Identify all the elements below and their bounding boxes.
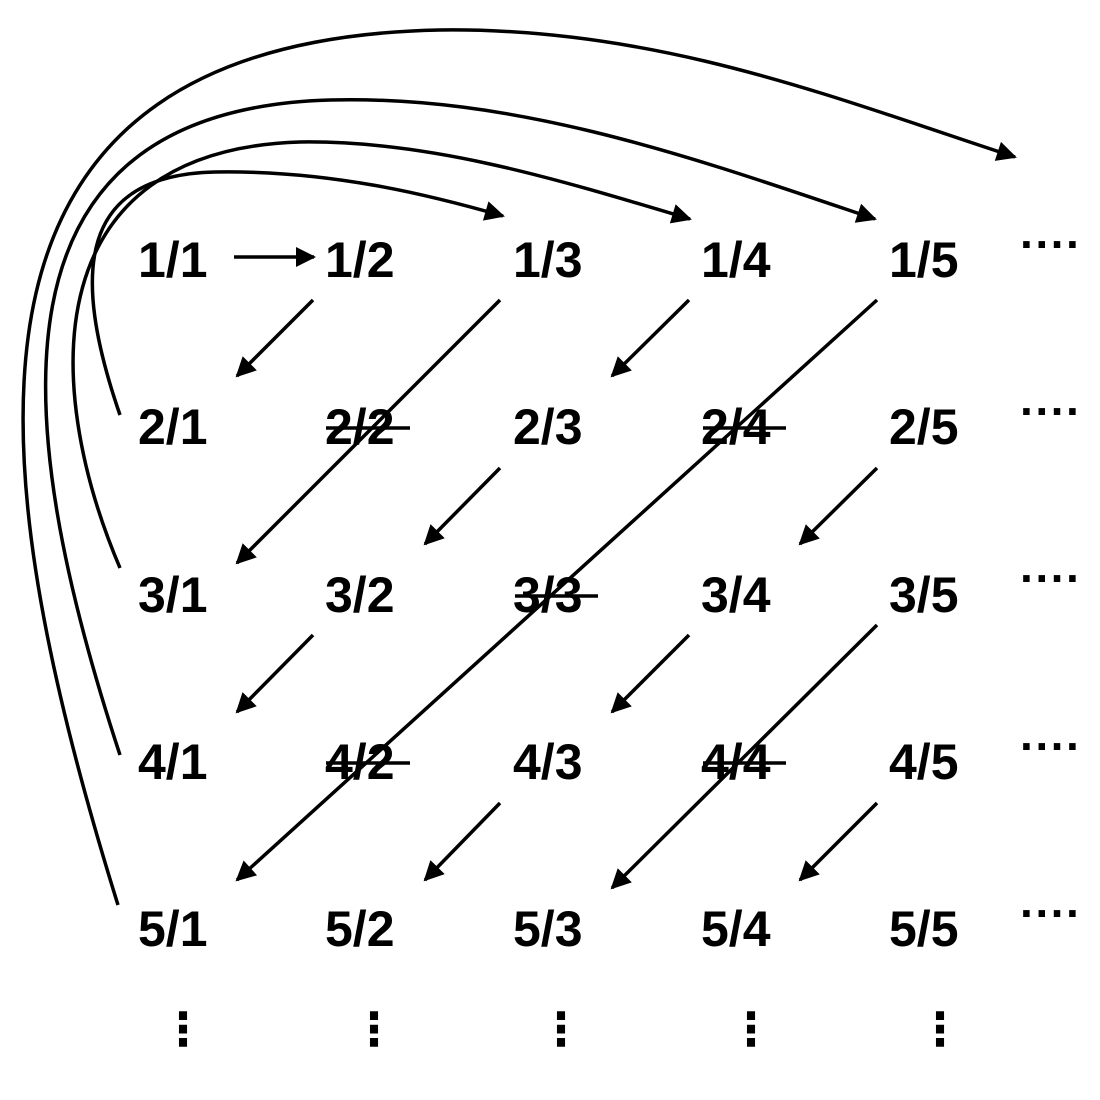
fraction-5-5: 5/5	[889, 901, 959, 957]
arrow-1-2-to-2-1	[235, 298, 315, 378]
row-dots-2: ····	[1020, 385, 1081, 437]
row-continuation: ···· ···· ···· ···· ····	[1020, 218, 1081, 939]
arrow-3-4-to-4-3	[610, 633, 691, 714]
arrow-4-3-to-5-2	[423, 801, 502, 882]
row-dots-5: ····	[1020, 887, 1081, 939]
fraction-1-5: 1/5	[889, 232, 959, 288]
arrow-1-4-to-2-3	[610, 298, 691, 378]
fraction-1-1: 1/1	[138, 232, 208, 288]
fraction-2-1: 2/1	[138, 399, 208, 455]
fraction-1-2: 1/2	[325, 232, 395, 288]
fraction-3-1: 3/1	[138, 567, 208, 623]
curve-3-1-to-1-4	[71, 140, 692, 569]
fraction-5-4: 5/4	[701, 901, 771, 957]
fraction-2-3: 2/3	[513, 399, 583, 455]
arrow-1-5-to-5-1	[235, 298, 879, 882]
curved-arrows	[21, 28, 1017, 906]
fraction-1-3: 1/3	[513, 232, 583, 288]
arrow-3-2-to-4-1	[235, 633, 315, 714]
column-dots-2: ⋮	[351, 1003, 397, 1055]
arrow-4-5-to-5-4	[798, 801, 879, 882]
arrow-2-3-to-3-2	[423, 466, 502, 546]
fraction-3-5: 3/5	[889, 567, 959, 623]
fraction-4-1: 4/1	[138, 734, 208, 790]
column-dots-5: ⋮	[917, 1003, 963, 1055]
column-dots-3: ⋮	[538, 1003, 584, 1055]
fraction-1-4: 1/4	[701, 232, 771, 288]
strike-marks	[326, 426, 786, 765]
fraction-5-2: 5/2	[325, 901, 395, 957]
diagonal-arrows	[235, 298, 879, 890]
arrow-3-5-to-5-3	[610, 623, 879, 890]
row-dots-1: ····	[1020, 218, 1081, 270]
arrow-2-5-to-3-4	[798, 466, 879, 546]
column-dots-1: ⋮	[160, 1003, 206, 1055]
arrow-1-3-to-3-1	[235, 298, 502, 565]
fraction-4-5: 4/5	[889, 734, 959, 790]
curve-2-1-to-1-3	[90, 170, 505, 416]
fraction-3-4: 3/4	[701, 567, 771, 623]
fraction-grid: 1/1 1/2 1/3 1/4 1/5 2/1 2/2 2/3 2/4 2/5 …	[138, 232, 959, 957]
curve-4-1-to-1-5	[43, 97, 877, 756]
curve-5-1-to-1-6	[21, 28, 1017, 906]
fraction-5-3: 5/3	[513, 901, 583, 957]
column-dots-4: ⋮	[728, 1003, 774, 1055]
fraction-2-5: 2/5	[889, 399, 959, 455]
column-continuation: ⋮ ⋮ ⋮ ⋮ ⋮	[160, 1003, 963, 1055]
fraction-4-3: 4/3	[513, 734, 583, 790]
row-dots-3: ····	[1020, 552, 1081, 604]
fraction-3-2: 3/2	[325, 567, 395, 623]
row-dots-4: ····	[1020, 720, 1081, 772]
fraction-5-1: 5/1	[138, 901, 208, 957]
